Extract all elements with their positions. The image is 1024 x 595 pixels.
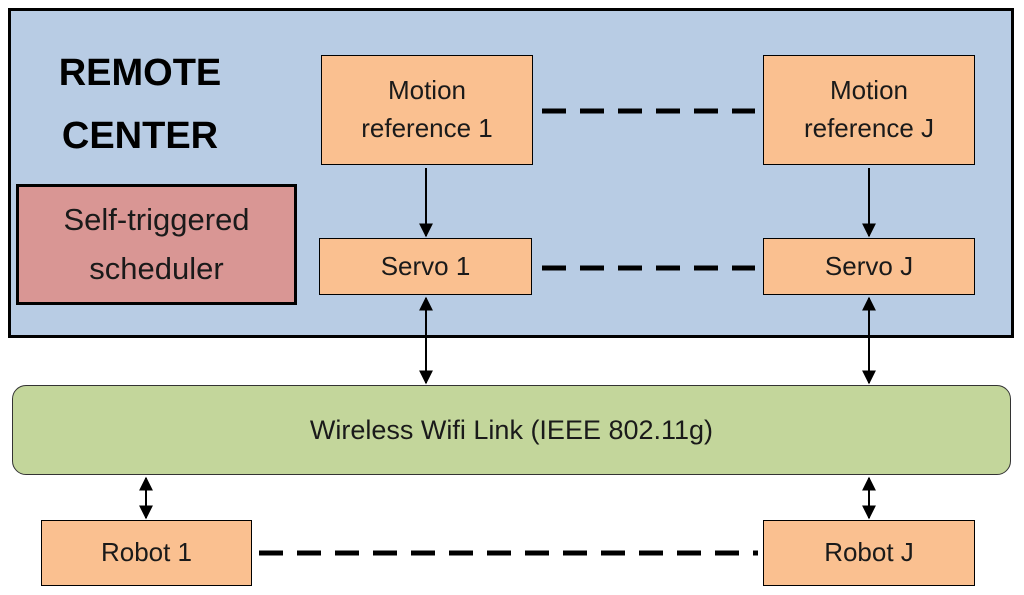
motion-reference-j-line1: Motion bbox=[829, 75, 909, 106]
self-triggered-scheduler-box: Self-triggered scheduler bbox=[16, 184, 297, 305]
scheduler-label-line2: scheduler bbox=[89, 250, 224, 286]
motion-reference-j-line2: reference J bbox=[803, 113, 935, 143]
remote-center-title-line2: CENTER bbox=[61, 115, 219, 157]
motion-reference-1-line2: reference 1 bbox=[361, 113, 493, 143]
motion-reference-1-box: Motion reference 1 bbox=[321, 55, 533, 165]
servo-j-box: Servo J bbox=[763, 238, 975, 295]
remote-center-title-line1: REMOTE bbox=[58, 52, 222, 94]
robot-1-label: Robot 1 bbox=[100, 537, 193, 568]
wireless-wifi-link-label: Wireless Wifi Link (IEEE 802.11g) bbox=[309, 414, 714, 445]
motion-reference-1-line1: Motion bbox=[387, 75, 467, 106]
wireless-wifi-link-box: Wireless Wifi Link (IEEE 802.11g) bbox=[12, 385, 1011, 475]
servo-j-label: Servo J bbox=[824, 250, 914, 281]
motion-reference-j-box: Motion reference J bbox=[763, 55, 975, 165]
robot-1-box: Robot 1 bbox=[41, 520, 252, 586]
robot-j-label: Robot J bbox=[824, 537, 914, 568]
remote-center-title: REMOTE CENTER bbox=[30, 42, 250, 168]
scheduler-label-line1: Self-triggered bbox=[63, 202, 250, 238]
servo-1-box: Servo 1 bbox=[319, 238, 532, 295]
robot-j-box: Robot J bbox=[763, 520, 975, 586]
servo-1-label: Servo 1 bbox=[380, 250, 471, 281]
